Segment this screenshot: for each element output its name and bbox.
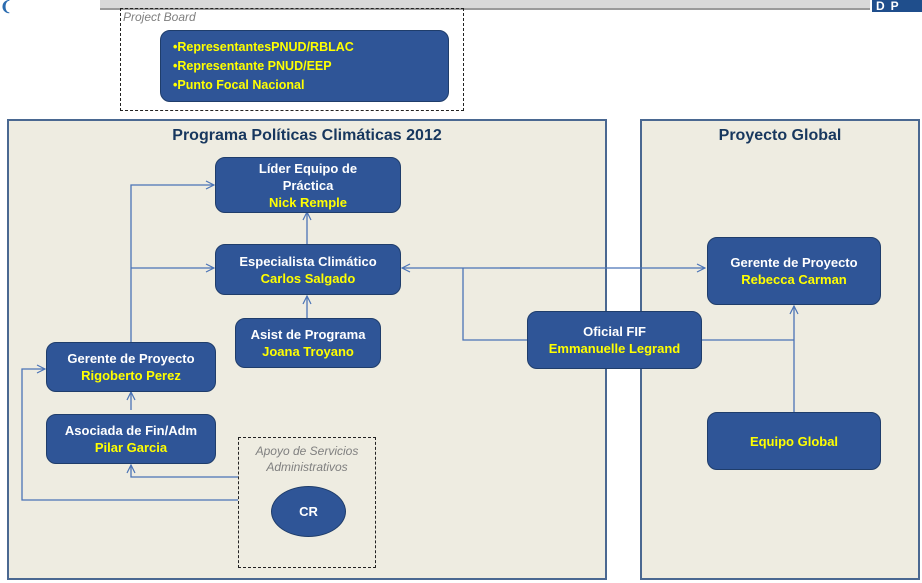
oficial-name: Emmanuelle Legrand <box>548 341 681 356</box>
lider-equipo-box: Líder Equipo de Práctica Nick Remple <box>215 157 401 213</box>
project-board-label: Project Board <box>123 10 196 24</box>
project-board-item: •Representante PNUD/EEP <box>173 58 332 73</box>
gerente-proyecto-box: Gerente de Proyecto Rigoberto Perez <box>46 342 216 392</box>
asist-box: Asist de Programa Joana Troyano <box>235 318 381 368</box>
especialista-title: Especialista Climático <box>239 253 377 269</box>
asist-title: Asist de Programa <box>250 327 366 342</box>
gerente-global-title: Gerente de Proyecto <box>730 255 858 270</box>
project-board-box: •RepresentantesPNUD/RBLAC •Representante… <box>160 30 449 102</box>
corner-mark-icon: ❨ <box>0 0 12 14</box>
project-board-item: •Punto Focal Nacional <box>173 77 305 92</box>
equipo-global-name: Equipo Global <box>749 433 839 449</box>
asist-name: Joana Troyano <box>262 344 354 359</box>
oficial-fif-box: Oficial FIF Emmanuelle Legrand <box>527 311 702 369</box>
gerente-title: Gerente de Proyecto <box>67 351 195 366</box>
lider-title: Práctica <box>282 177 334 193</box>
especialista-box: Especialista Climático Carlos Salgado <box>215 244 401 295</box>
asociada-title: Asociada de Fin/Adm <box>64 423 198 438</box>
left-panel-title: Programa Políticas Climáticas 2012 <box>172 127 442 144</box>
equipo-global-box: Equipo Global <box>707 412 881 470</box>
asociada-box: Asociada de Fin/Adm Pilar Garcia <box>46 414 216 464</box>
lider-title: Líder Equipo de <box>258 160 358 176</box>
right-panel-title: Proyecto Global <box>718 127 842 144</box>
gerente-name: Rigoberto Perez <box>81 368 181 383</box>
logo-icon: DP <box>872 0 922 12</box>
cr-ellipse: CR <box>271 486 346 537</box>
asociada-name: Pilar Garcia <box>94 440 168 455</box>
especialista-name: Carlos Salgado <box>260 270 356 286</box>
gerente-global-box: Gerente de Proyecto Rebecca Carman <box>707 237 881 305</box>
apoyo-frame <box>238 437 376 568</box>
apoyo-label-line: Administrativos <box>266 460 348 474</box>
apoyo-label-line: Apoyo de Servicios <box>255 444 359 458</box>
oficial-title: Oficial FIF <box>583 324 646 339</box>
apoyo-label: Apoyo de Servicios Administrativos <box>238 443 376 475</box>
project-board-frame <box>120 8 464 111</box>
top-strip <box>100 0 870 10</box>
lider-name: Nick Remple <box>268 194 348 210</box>
gerente-global-name: Rebecca Carman <box>741 272 847 287</box>
project-board-item: •RepresentantesPNUD/RBLAC <box>173 39 354 54</box>
